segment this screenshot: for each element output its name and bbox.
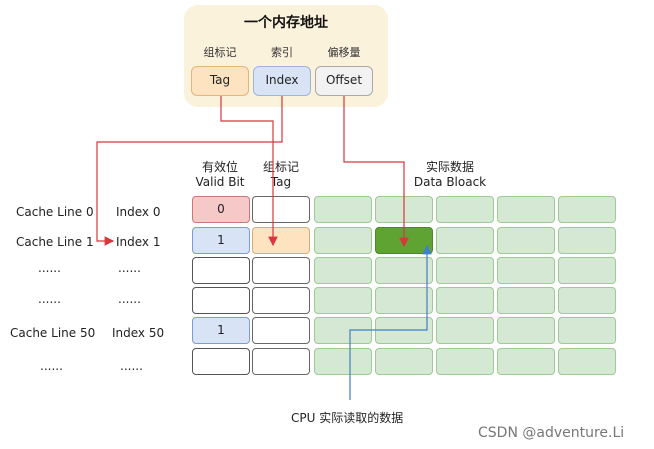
valid-bit-cell: 0 [192,196,250,223]
index-label: ...... [120,359,143,373]
data-block-cell [497,348,555,375]
valid-bit-cell [192,348,250,375]
cache-line-label: Cache Line 1 [16,235,94,249]
tag-header: 组标记 Tag [251,160,311,190]
data-block-cell [497,257,555,284]
index-label: ...... [118,292,141,306]
data-block-cell [436,348,494,375]
valid-bit-header: 有效位 Valid Bit [186,160,254,190]
data-block-cell [497,287,555,314]
valid-bit-header-cn: 有效位 [201,160,238,174]
data-block-cell [314,257,372,284]
data-block-cell [436,257,494,284]
data-block-cell [314,227,372,254]
data-block-cell [558,196,616,223]
watermark: CSDN @adventure.Li [478,425,625,441]
tag-header-en: Tag [270,175,292,189]
data-block-cell [436,317,494,344]
data-block-cell [314,196,372,223]
index-label: ...... [118,261,141,275]
tag-arrow [220,96,278,247]
data-block-cell [558,227,616,254]
data-block-cell [436,287,494,314]
cache-line-label: ...... [38,261,61,275]
data-block-cell [314,287,372,314]
tag-cell [252,287,310,314]
data-block-cell [436,196,494,223]
data-block-cell [558,287,616,314]
data-block-header: 实际数据 Data Bloack [405,160,495,190]
tag-cell [252,257,310,284]
data-block-header-cn: 实际数据 [425,160,474,174]
offset-caption: 偏移量 [327,46,361,59]
data-block-cell [436,227,494,254]
address-offset-field: Offset [315,66,373,96]
cache-line-label: ...... [38,292,61,306]
index-label: Index 1 [116,235,161,249]
data-block-cell [497,227,555,254]
valid-bit-cell [192,287,250,314]
tag-header-cn: 组标记 [262,160,299,174]
cache-line-label: Cache Line 50 [10,326,96,340]
tag-cell [252,227,310,254]
data-block-cell [497,317,555,344]
tag-cell [252,196,310,223]
valid-bit-cell [192,257,250,284]
index-arrow [96,96,283,246]
cpu-read-arrow [349,244,432,400]
data-block-cell [375,257,433,284]
data-block-cell [314,348,372,375]
address-index-field: Index [253,66,311,96]
memory-address-title: 一个内存地址 [244,15,328,31]
cache-line-label: Cache Line 0 [16,205,94,219]
tag-caption: 组标记 [203,46,237,59]
data-block-cell [558,348,616,375]
address-tag-field: Tag [191,66,249,96]
data-block-header-en: Data Bloack [413,175,487,189]
valid-bit-cell: 1 [192,317,250,344]
offset-arrow [343,96,409,248]
index-label: Index 50 [112,326,165,340]
data-block-cell [375,287,433,314]
cache-line-label: ...... [40,359,63,373]
data-block-cell [497,196,555,223]
data-block-cell [375,348,433,375]
data-block-cell [558,317,616,344]
tag-cell [252,317,310,344]
index-label: Index 0 [116,205,161,219]
cpu-read-label: CPU 实际读取的数据 [291,411,404,425]
tag-cell [252,348,310,375]
valid-bit-cell: 1 [192,227,250,254]
index-caption: 索引 [271,46,293,59]
valid-bit-header-en: Valid Bit [195,175,245,189]
data-block-cell [558,257,616,284]
